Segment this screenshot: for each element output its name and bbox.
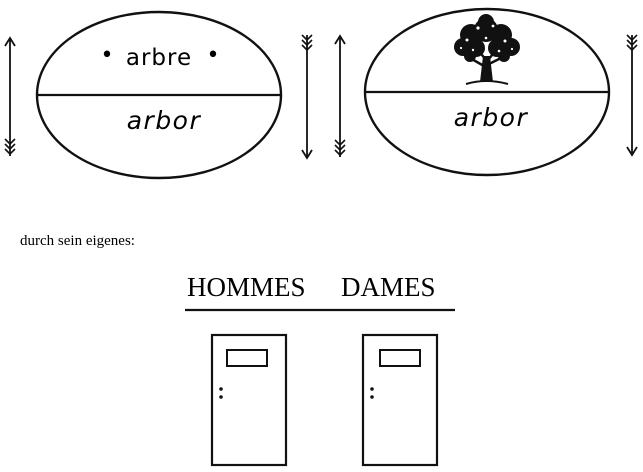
left-signifier-text: arbor: [127, 106, 202, 135]
women-door: [361, 333, 439, 467]
right-signifier-text: arbor: [454, 103, 529, 132]
left-dot-after: •: [207, 43, 220, 68]
arrow-up-right: [334, 35, 346, 157]
arrow-down-right: [626, 34, 638, 156]
arrow-down-left: [301, 34, 313, 159]
men-door-knob: [219, 387, 223, 391]
tree-icon: [454, 14, 520, 85]
caption-text: durch sein eigenes:: [20, 233, 135, 249]
men-door: [210, 333, 288, 467]
left-signified-text: arbre: [126, 45, 192, 71]
left-sign-diagram: • arbre • arbor: [35, 10, 283, 180]
women-door-window: [379, 349, 421, 367]
men-label: HOMMES: [187, 272, 306, 302]
women-door-knob: [370, 387, 374, 391]
men-door-window: [226, 349, 268, 367]
arrow-up-left: [4, 37, 16, 156]
women-label: DAMES: [341, 272, 436, 302]
left-dot-before: •: [101, 43, 114, 68]
right-sign-diagram: arbor: [363, 7, 611, 177]
